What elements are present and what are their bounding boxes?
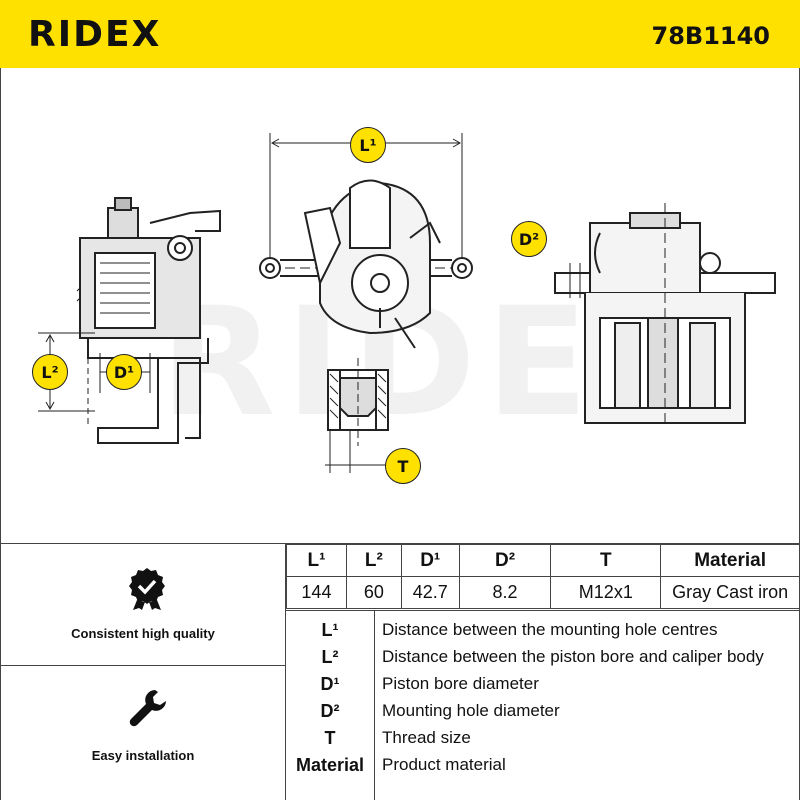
- brand-logo: RIDEX: [28, 14, 162, 55]
- wrench-icon: [129, 690, 166, 727]
- spec-header-cell: D¹: [400, 544, 460, 577]
- legend-divider: [374, 611, 375, 800]
- dimension-label-t: T: [385, 448, 421, 484]
- legend-row: D¹ Piston bore diameter: [286, 671, 800, 697]
- legend-table: L¹ Distance between the mounting hole ce…: [286, 610, 800, 800]
- legend-row: D² Mounting hole diameter: [286, 698, 800, 724]
- legend-desc: Mounting hole diameter: [382, 701, 560, 720]
- feature-quality: Consistent high quality: [0, 544, 286, 666]
- spec-header-row: L¹ L² D¹ D² T Material: [286, 544, 800, 577]
- legend-desc: Thread size: [382, 728, 471, 747]
- dimension-label-d2: D²: [511, 221, 547, 257]
- feature-label: Easy installation: [91, 748, 195, 763]
- legend-desc: Distance between the piston bore and cal…: [382, 647, 764, 666]
- spec-header-cell: Material: [660, 544, 800, 577]
- spec-header-cell: L²: [345, 544, 402, 577]
- spec-value-cell: 42.7: [400, 576, 460, 609]
- dimension-label-d1: D¹: [106, 354, 142, 390]
- spec-value-cell: Gray Cast iron: [660, 576, 800, 609]
- header-bar: RIDEX 78B1140: [0, 0, 800, 68]
- feature-installation: Easy installation: [0, 666, 286, 800]
- dimension-label-l2: L²: [32, 354, 68, 390]
- caliper-rear-view: [554, 203, 776, 428]
- legend-key: L¹: [321, 620, 339, 640]
- legend-key: D²: [320, 701, 340, 721]
- caliper-front-view: [259, 179, 473, 349]
- badge-check-icon: [129, 568, 165, 610]
- technical-drawing: RIDEX: [0, 68, 800, 543]
- spec-value-cell: M12x1: [550, 576, 662, 609]
- caliper-section-view: [76, 197, 221, 444]
- legend-desc: Product material: [382, 755, 506, 774]
- legend-key: D¹: [320, 674, 340, 694]
- legend-key: Material: [295, 755, 365, 775]
- legend-row: T Thread size: [286, 725, 800, 751]
- legend-desc: Piston bore diameter: [382, 674, 539, 693]
- spec-table: L¹ L² D¹ D² T Material 144 60 42.7 8.2 M…: [286, 544, 800, 609]
- features-panel: Consistent high quality Easy installatio…: [0, 544, 286, 800]
- spec-header-cell: T: [550, 544, 662, 577]
- spec-value-cell: 144: [286, 576, 347, 609]
- feature-label: Consistent high quality: [71, 626, 215, 641]
- legend-key: T: [324, 728, 336, 748]
- legend-row: Material Product material: [286, 752, 800, 778]
- legend-row: L¹ Distance between the mounting hole ce…: [286, 617, 800, 643]
- legend-key: L²: [321, 647, 339, 667]
- spec-value-cell: 8.2: [458, 576, 552, 609]
- caliper-drawing-svg: [38, 133, 776, 473]
- part-number: 78B1140: [651, 22, 771, 50]
- spec-value-row: 144 60 42.7 8.2 M12x1 Gray Cast iron: [286, 576, 800, 609]
- spec-section: Consistent high quality Easy installatio…: [0, 543, 800, 800]
- dimension-label-l1: L¹: [350, 127, 386, 163]
- spec-header-cell: L¹: [286, 544, 347, 577]
- thread-detail-view: [325, 358, 390, 473]
- spec-header-cell: D²: [458, 544, 552, 577]
- legend-desc: Distance between the mounting hole centr…: [382, 620, 718, 639]
- legend-row: L² Distance between the piston bore and …: [286, 644, 800, 670]
- spec-value-cell: 60: [345, 576, 402, 609]
